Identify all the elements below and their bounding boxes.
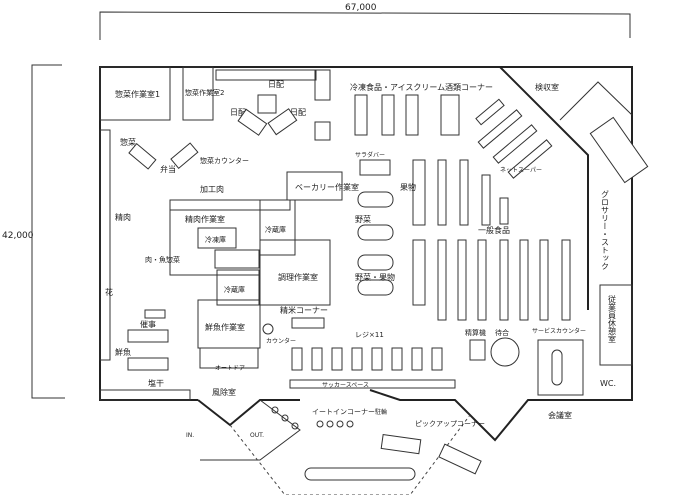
eat-in-seats — [271, 406, 354, 430]
room-windbreak: 風除室 — [212, 387, 236, 397]
label-fridge-2: 冷蔵庫 — [265, 225, 286, 234]
fridge-small — [214, 249, 260, 269]
width-label: 67,000 — [345, 3, 377, 13]
label-bakery: ベーカリー作業室 — [295, 182, 359, 192]
label-wc: WC. — [600, 379, 616, 388]
gondolas — [412, 159, 571, 321]
label-waiting: 待合 — [495, 328, 509, 337]
label-autodoor: オートドア — [215, 365, 245, 372]
label-vegetables: 野菜 — [355, 214, 371, 224]
label-sacker: サッカースペース — [322, 382, 369, 389]
label-grocery-stock: グロサリー・ストック — [601, 190, 610, 270]
salad-bar — [359, 159, 391, 176]
deli-island — [128, 142, 157, 170]
fridge-room — [216, 269, 260, 306]
room-cooking: 調理作業室 — [259, 239, 331, 306]
label-cashier-pay: 精算機 — [465, 328, 486, 337]
label-processed-meat: 加工肉 — [200, 184, 224, 194]
label-netsuper: ネットスーパー — [500, 167, 542, 174]
checkout-lanes[interactable] — [291, 347, 443, 371]
label-deli-work-2: 惣菜作業室2 — [185, 88, 224, 97]
daily-island — [257, 94, 277, 114]
wall-shelf — [169, 199, 291, 211]
daily-case — [314, 69, 331, 101]
label-checkout: レジ×11 — [355, 331, 384, 339]
label-counter: カウンター — [266, 337, 296, 345]
label-general-food: 一般食品 — [478, 225, 510, 235]
pillar — [262, 323, 274, 335]
label-seasonal: 催事 — [140, 319, 156, 329]
height-label: 42,000 — [2, 231, 34, 241]
label-cooking: 調理作業室 — [278, 272, 318, 282]
label-fish: 鮮魚 — [115, 347, 131, 357]
label-meat-fish-deli: 肉・魚惣菜 — [145, 255, 180, 264]
receiving-wall — [559, 81, 633, 121]
loading-dock — [589, 116, 649, 184]
label-frozen: 冷凍食品・アイスクリーム — [350, 82, 445, 92]
room-bakery: ベーカリー作業室 — [286, 171, 359, 201]
autodoor-area — [199, 347, 259, 369]
label-windbreak: 風除室 — [212, 387, 236, 397]
label-meat-work: 精肉作業室 — [185, 214, 225, 224]
label-fish-work: 鮮魚作業室 — [205, 322, 245, 332]
room-deli-work-1: 惣菜作業室1 — [99, 66, 171, 121]
label-daily-3: 日配 — [290, 108, 306, 117]
label-fruit: 果物 — [400, 182, 416, 192]
parked-car — [438, 443, 482, 475]
room-staff — [599, 284, 633, 366]
label-bicycle: 駐輪 — [375, 408, 387, 416]
label-out[interactable]: OUT. — [250, 432, 264, 439]
label-receiving: 検収室 — [535, 82, 559, 92]
sacker-space — [289, 379, 456, 389]
label-freezer: 冷凍庫 — [205, 235, 226, 244]
dimension-height: 42,000 — [2, 64, 65, 399]
label-rice: 精米コーナー — [280, 305, 328, 315]
label-daily-2: 日配 — [230, 108, 246, 117]
freezer-room — [197, 227, 237, 249]
label-fridge: 冷蔵庫 — [224, 285, 245, 294]
produce-islands — [357, 191, 394, 296]
liquor-shelves — [475, 98, 553, 179]
wall-shelf-bottom — [99, 389, 191, 401]
label-deli: 惣菜 — [120, 137, 136, 147]
meeting-table — [551, 349, 563, 386]
room-deli-work-2: 惣菜作業室2 — [182, 66, 224, 121]
waiting-area — [490, 337, 520, 367]
label-staff-room: 従業員休憩室 — [608, 294, 617, 343]
label-flowers: 花 — [105, 287, 113, 297]
label-service-counter: サービスカウンター — [532, 327, 586, 335]
label-eat-in: イートインコーナー — [312, 408, 375, 416]
fish-islands — [127, 309, 169, 371]
label-deli-work-1: 惣菜作業室1 — [115, 89, 160, 99]
wall-shelf-left — [99, 129, 111, 361]
wall-shelf — [215, 69, 317, 81]
label-daily: 日配 — [268, 80, 284, 89]
label-pickup: ピックアップコーナー — [415, 420, 485, 428]
daily-island — [237, 108, 268, 136]
room-meeting — [537, 339, 584, 396]
daily-island — [267, 108, 298, 136]
dimension-width: 67,000 — [99, 3, 631, 40]
label-dried-fish: 塩干 — [148, 378, 164, 388]
label-in[interactable]: IN. — [186, 432, 194, 439]
fridge-main — [259, 199, 296, 256]
label-meeting: 会議室 — [548, 410, 572, 420]
label-salad-bar: サラダバー — [355, 151, 385, 159]
label-deli-counter: 惣菜カウンター — [200, 156, 249, 165]
label-liquor: 酒類コーナー — [445, 82, 493, 92]
room-fish-work: 鮮魚作業室 — [197, 299, 261, 349]
deli-island — [170, 142, 199, 170]
parked-car — [380, 433, 422, 455]
label-meat: 精肉 — [115, 212, 131, 222]
label-bento: 弁当 — [160, 164, 176, 174]
drop-off-island — [304, 467, 416, 481]
pay-machine — [469, 339, 486, 361]
daily-case — [314, 121, 331, 141]
rice-machine — [291, 317, 325, 329]
frozen-cases — [354, 94, 460, 136]
label-veg-fruit: 野菜・果物 — [355, 272, 395, 282]
